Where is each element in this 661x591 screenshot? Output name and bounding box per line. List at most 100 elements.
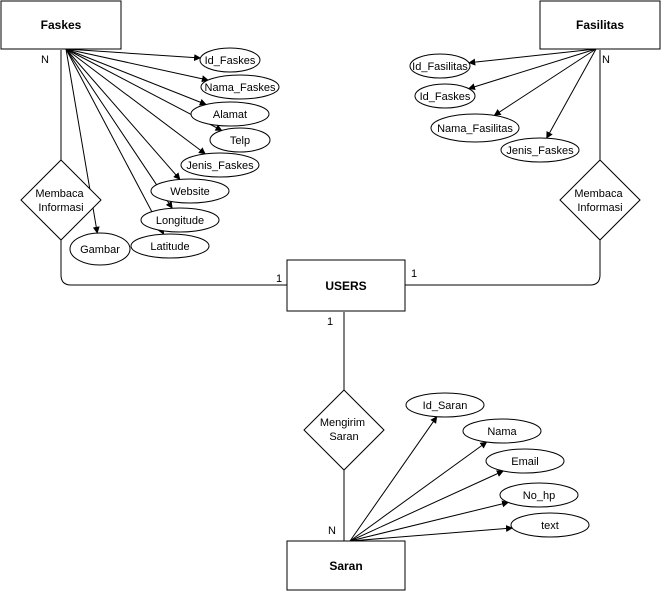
attribute-label: Nama_Fasilitas (437, 123, 513, 135)
attribute-fasilitas-jenis-faskes: Jenis_Faskes (500, 137, 580, 163)
arrow-saran-email (349, 470, 504, 542)
attribute-ellipse (499, 482, 579, 508)
attribute-fasilitas-nama-fasilitas: Nama_Fasilitas (430, 113, 520, 143)
attribute-label: Gambar (80, 244, 120, 256)
attribute-saran-no-hp: No_hp (499, 482, 579, 508)
attribute-label: Id_Faskes (420, 91, 471, 103)
connector-faskes-users (60, 50, 287, 286)
arrow-faskes-alamat (65, 48, 207, 106)
attribute-label: Jenis_Faskes (506, 145, 574, 157)
arrow-fasilitas-id-fasilitas (468, 48, 597, 66)
attribute-faskes-id-faskes: Id_Faskes (199, 47, 261, 73)
entity-saran: Saran (286, 540, 406, 591)
arrow-saran-no-hp (349, 500, 510, 542)
rel-faskes-line1: Membaca (35, 188, 84, 200)
arrow-faskes-latitude (65, 48, 165, 235)
attribute-faskes-nama-faskes: Nama_Faskes (200, 74, 280, 100)
arrow-faskes-id-faskes (65, 48, 202, 62)
relationship-fasilitas-users: Membaca Informasi (559, 159, 641, 241)
relationship-fasilitas-users-label: Membaca Informasi (574, 188, 625, 214)
relationship-faskes-users: Membaca Informasi (20, 159, 102, 241)
entity-saran-label: Saran (329, 559, 362, 573)
attribute-ellipse (209, 127, 271, 153)
entity-faskes: Faskes (0, 0, 122, 50)
attribute-ellipse (150, 178, 230, 204)
attribute-label: Latitude (150, 241, 189, 253)
arrow-saran-text (349, 525, 513, 542)
attribute-faskes-telp: Telp (209, 127, 271, 153)
attribute-faskes-gambar: Gambar (69, 232, 131, 266)
attribute-label: Nama_Faskes (205, 82, 276, 94)
arrow-faskes-website (65, 48, 181, 180)
attribute-label: Longitude (156, 215, 204, 227)
attribute-ellipse (199, 47, 261, 73)
cardinality-users-right: 1 (411, 268, 417, 280)
attribute-ellipse (69, 232, 131, 266)
arrow-fasilitas-nama-fasilitas (493, 48, 597, 116)
attribute-faskes-jenis-faskes: Jenis_Faskes (180, 152, 260, 178)
attribute-saran-text: text (510, 512, 590, 538)
attribute-faskes-alamat: Alamat (190, 101, 270, 127)
entity-fasilitas-label: Fasilitas (576, 18, 624, 32)
arrow-faskes-longitude (65, 48, 173, 209)
relationship-users-saran: Mengirim Saran (303, 389, 385, 471)
relationship-faskes-users-label: Membaca Informasi (35, 188, 86, 214)
attributes: Id_FaskesNama_FaskesAlamatTelpJenis_Fask… (69, 47, 590, 538)
attribute-ellipse (200, 74, 280, 100)
attribute-fasilitas-id-fasilitas: Id_Fasilitas (409, 53, 471, 79)
attribute-ellipse (430, 113, 520, 143)
entity-fasilitas: Fasilitas (539, 0, 661, 50)
attribute-label: Id_Saran (423, 400, 468, 412)
attribute-ellipse (405, 392, 485, 418)
attribute-label: Jenis_Faskes (186, 160, 254, 172)
attribute-ellipse (485, 448, 565, 474)
connector-fasilitas-users (405, 50, 601, 286)
attribute-label: text (541, 520, 559, 532)
arrow-faskes-jenis-faskes (65, 48, 206, 155)
attribute-saran-nama: Nama (462, 418, 542, 444)
attribute-label: Id_Faskes (205, 55, 256, 67)
cardinality-fasilitas: N (602, 54, 610, 66)
arrow-fasilitas-jenis-faskes (546, 48, 597, 139)
arrow-faskes-nama-faskes (65, 48, 209, 83)
attribute-fasilitas-id-faskes: Id_Faskes (414, 83, 476, 109)
attribute-ellipse (500, 137, 580, 163)
attribute-saran-email: Email (485, 448, 565, 474)
attribute-label: Id_Fasilitas (412, 61, 468, 73)
attribute-ellipse (414, 83, 476, 109)
attribute-label: Telp (230, 135, 250, 147)
entity-users-label: USERS (325, 279, 366, 293)
entity-users: USERS (286, 259, 406, 312)
relationship-users-saran-label: Mengirim Saran (320, 417, 368, 443)
attribute-ellipse (409, 53, 471, 79)
attribute-label: No_hp (523, 490, 555, 502)
attribute-saran-id-saran: Id_Saran (405, 392, 485, 418)
attribute-ellipse (510, 512, 590, 538)
arrow-fasilitas-id-faskes (468, 48, 597, 91)
rel-saran-line1: Mengirim (320, 417, 365, 429)
attribute-label: Nama (487, 426, 517, 438)
attribute-ellipse (140, 207, 220, 233)
cardinality-faskes: N (41, 54, 49, 66)
cardinality-users-left: 1 (276, 273, 282, 285)
attribute-ellipse (462, 418, 542, 444)
rel-saran-line2: Saran (329, 431, 358, 443)
cardinality-users-bottom: 1 (327, 316, 333, 328)
rel-faskes-line2: Informasi (38, 202, 83, 214)
attribute-label: Email (511, 456, 539, 468)
rel-fasilitas-line2: Informasi (577, 202, 622, 214)
arrow-saran-id-saran (349, 416, 438, 542)
attribute-ellipse (190, 101, 270, 127)
entity-faskes-label: Faskes (41, 18, 82, 32)
attribute-label: Alamat (213, 109, 247, 121)
attribute-ellipse (130, 233, 210, 259)
attribute-faskes-longitude: Longitude (140, 207, 220, 233)
attribute-ellipse (180, 152, 260, 178)
attribute-faskes-latitude: Latitude (130, 233, 210, 259)
cardinality-saran: N (328, 525, 336, 537)
arrow-saran-nama (349, 441, 488, 542)
rel-fasilitas-line1: Membaca (574, 188, 623, 200)
attribute-faskes-website: Website (150, 178, 230, 204)
